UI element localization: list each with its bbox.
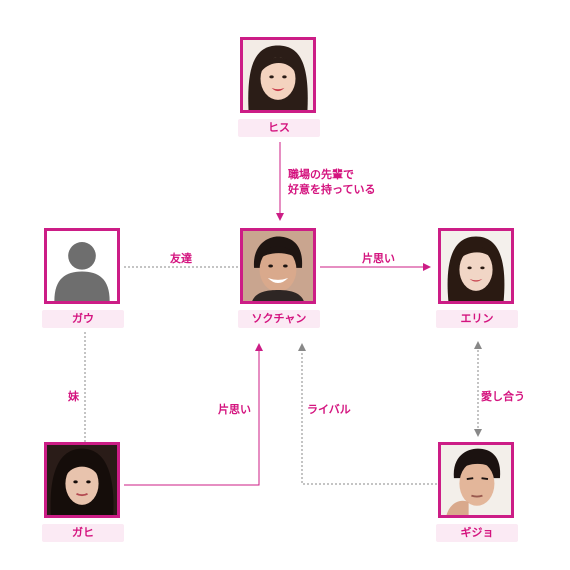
relation-label-mutual: 愛し合う bbox=[481, 390, 525, 403]
woman-portrait-icon bbox=[240, 37, 316, 113]
link-gahi-sokuchan bbox=[124, 343, 263, 486]
relation-label-rival: ライバル bbox=[307, 403, 351, 416]
node-name-gau: ガウ bbox=[42, 310, 124, 328]
relation-label-hisu-sokuchan-line2: 好意を持っている bbox=[288, 183, 376, 196]
node-sokuchan[interactable]: ソクチャン bbox=[238, 228, 322, 330]
node-gijo[interactable]: ギジョ bbox=[436, 442, 520, 544]
node-hisu[interactable]: ヒス bbox=[238, 37, 322, 139]
relation-label-sokuchan-erin: 片思い bbox=[362, 252, 395, 265]
node-name-hisu: ヒス bbox=[238, 119, 320, 137]
node-gahi[interactable]: ガヒ bbox=[42, 442, 126, 544]
node-name-sokuchan: ソクチャン bbox=[238, 310, 320, 328]
link-gijo-sokuchan bbox=[298, 343, 437, 485]
relation-label-hisu-sokuchan-line1: 職場の先輩で bbox=[288, 168, 354, 181]
man-portrait-icon bbox=[240, 228, 316, 304]
node-name-erin: エリン bbox=[436, 310, 518, 328]
node-name-gahi: ガヒ bbox=[42, 524, 124, 542]
node-name-gijo: ギジョ bbox=[436, 524, 518, 542]
woman-portrait-icon bbox=[44, 442, 120, 518]
relation-label-sister: 妹 bbox=[68, 390, 79, 403]
relation-label-friend: 友達 bbox=[170, 252, 192, 265]
node-gau[interactable]: ガウ bbox=[42, 228, 126, 330]
relation-label-gahi-sokuchan: 片思い bbox=[218, 403, 251, 416]
person-silhouette-icon bbox=[44, 228, 120, 304]
man-portrait-icon bbox=[438, 442, 514, 518]
woman-portrait-icon bbox=[438, 228, 514, 304]
node-erin[interactable]: エリン bbox=[436, 228, 520, 330]
